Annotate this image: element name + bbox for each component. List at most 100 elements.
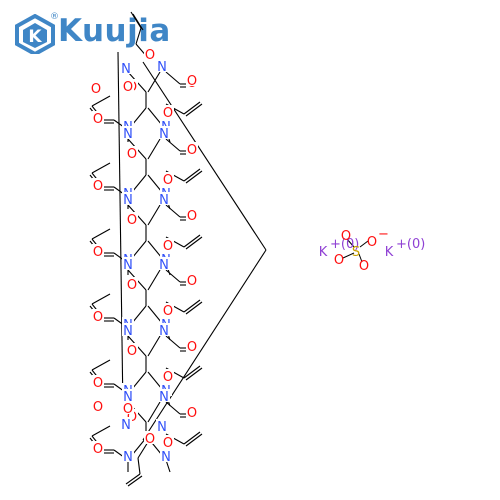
nitrogen-atom: N [121,418,131,433]
label-background [162,172,174,185]
label-background [126,343,138,356]
label-background [186,73,198,86]
carbonyl-bond [165,138,181,152]
label-background [186,405,198,418]
label-background [126,212,138,225]
oxygen-atom: O [93,442,103,457]
label-background [156,59,168,72]
label-background [186,273,198,286]
allyl-bond [91,359,111,371]
oxygen-atom: O [145,432,155,447]
oxygen-atom: O [145,48,155,63]
ring-bond [147,335,161,357]
nitrogen-atom: N [161,450,171,465]
allyl-bond [185,433,203,447]
potassium-cation-left: K [319,245,328,260]
label-background [126,277,138,290]
label-background [122,79,134,92]
sulfate-oxygen: O [334,253,344,268]
sulfate-oxygen-charged: O [367,235,377,250]
cage-edge-lower [142,249,267,441]
oxygen-atom: O [187,74,197,89]
label-background [122,257,134,270]
label-background [92,309,104,322]
label-background [90,81,102,94]
oxygen-atom: O [93,179,103,194]
label-background [162,303,174,316]
label-background [144,431,156,444]
allyl-bond [137,457,141,475]
oxygen-atom: O [187,209,197,224]
nitrogen-atom: N [159,258,169,273]
sulfate-bond [346,238,355,248]
label-background [122,389,134,402]
oxygen-atom: O [93,376,103,391]
label-background [162,435,174,448]
ring-bond [147,138,161,160]
label-background [92,399,104,412]
oxygen-atom: O [127,213,137,228]
allyl-bond [91,228,111,240]
kuujia-hexagon-letter: K [28,27,42,47]
sulfate-bond [342,252,355,259]
label-background [186,142,198,155]
oxygen-atom: O [93,112,103,127]
label-background [126,146,138,159]
cage-edge-upper [142,61,267,251]
label-background [158,192,170,205]
oxygen-atom: O [93,310,103,325]
allyl-bond [183,431,201,445]
label-background [156,419,168,432]
label-background [120,61,132,74]
oxygen-atom: O [163,106,173,121]
label-background [158,389,170,402]
carbonyl-bond [165,401,181,415]
allyl-bond [91,162,111,174]
allyl-bond [185,301,203,315]
potassium-charge-right: +(0) [396,237,425,252]
label-background [158,257,170,270]
nitrogen-atom: N [123,390,133,405]
nitrogen-atom: N [159,324,169,339]
label-background [186,339,198,352]
label-background [162,369,174,382]
oxygen-atom: O [187,406,197,421]
allyl-bond [137,441,149,459]
label-background [186,208,198,221]
oxygen-atom: O [187,340,197,355]
ring-bond [147,71,161,93]
label-background [122,449,134,462]
carbonyl-bond [165,269,181,283]
nitrogen-atom: N [159,390,169,405]
label-background [158,323,170,336]
label-background [162,105,174,118]
oxygen-atom: O [163,436,173,451]
allyl-bond [183,365,201,379]
allyl-bond [183,168,201,182]
sulfate-oxygen: O [341,229,351,244]
allyl-bond [130,11,142,29]
kuujia-logo: K [12,13,162,57]
oxygen-atom: O [187,274,197,289]
cage-edge-left [117,51,124,413]
nitrogen-atom: N [121,62,131,77]
oxygen-atom: O [163,304,173,319]
ring-bond [147,204,161,226]
label-background [92,178,104,191]
sulfate-bond [359,240,369,248]
nitrogen-atom: N [123,324,133,339]
label-background [162,238,174,251]
nitrogen-atom: N [157,420,167,435]
allyl-bond [183,101,201,115]
allyl-bond [183,234,201,248]
ring-bond [147,269,161,291]
allyl-bond [185,367,203,381]
label-background [92,441,104,454]
nitrogen-atom: N [123,127,133,142]
nitrogen-atom: N [123,193,133,208]
label-background [158,126,170,139]
allyl-bond [183,299,201,313]
label-background [122,401,134,414]
